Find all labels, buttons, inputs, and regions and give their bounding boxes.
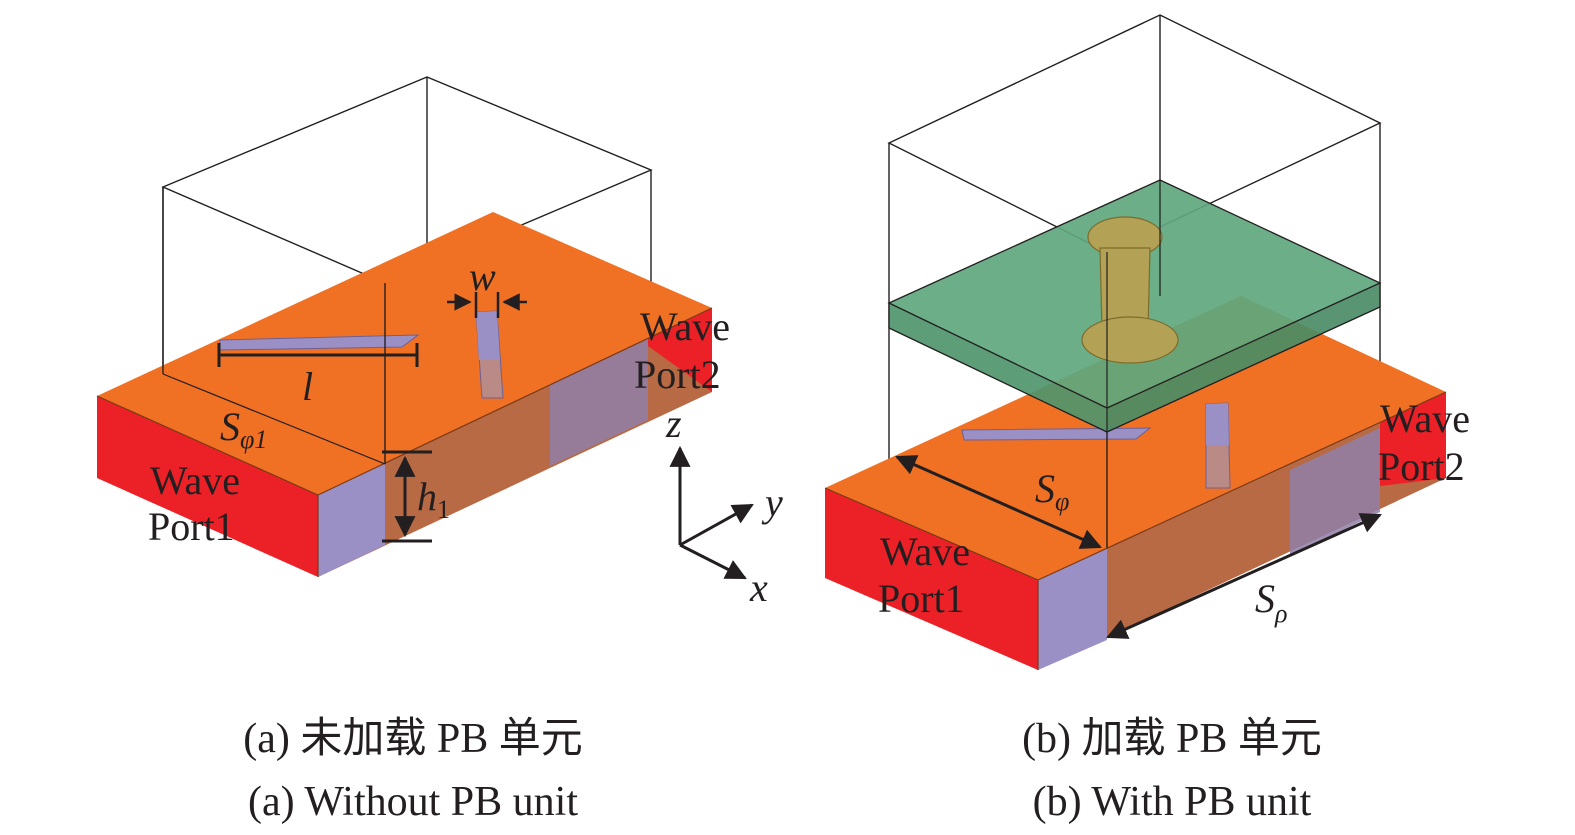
short-slot-b-top [1206,403,1229,445]
wave-port1-b [825,488,1038,670]
axis-label-x: x [749,565,768,610]
pb-patch [1081,216,1179,364]
label-h1: h1 [417,474,450,524]
label-wave-port2-b-line1: Wave [1380,396,1470,441]
label-wave-port1-a-line2: Port1 [148,504,235,549]
axis-label-y: y [761,480,783,525]
wave-port1-a [97,396,318,577]
short-slot-a-top [476,311,500,360]
label-wave-port1-b-line2: Port1 [878,576,965,621]
long-slot-b [961,427,1152,441]
caption-a-chinese: (a) 未加载 PB 单元 [243,716,583,762]
wave-port2-a [648,308,712,392]
label-wave-port2-a-line1: Wave [640,304,730,349]
panel-a-without-pb: w l Sφ1 h1 Wave Port1 Wave Port2 [96,76,730,577]
pb-board-front [889,303,1107,432]
label-wave-port1-b-line1: Wave [880,529,970,574]
dimension-s-rho [1106,513,1382,639]
dimension-h1 [382,450,432,543]
caption-b-chinese: (b) 加载 PB 单元 [1022,716,1322,762]
caption-b-english: (b) With PB unit [1033,779,1312,825]
label-wave-port1-a-line1: Wave [150,458,240,503]
dimension-l [217,343,419,367]
pb-board-side [1107,283,1380,432]
dimension-s-phi [895,455,1102,549]
axis-label-z: z [665,401,682,446]
coordinate-axes: z y x [665,401,783,610]
slot-cross-section-a2 [550,338,648,466]
pb-board [887,179,1382,433]
panel-b-with-pb: Sφ Sρ Wave Port1 Wave Port2 [824,14,1470,670]
label-w: w [469,254,496,299]
label-l: l [302,364,313,409]
caption-a-english: (a) Without PB unit [248,779,578,825]
label-wave-port2-a-line2: Port2 [634,352,721,397]
label-s-rho: Sρ [1255,576,1287,628]
slot-cross-section-a [318,464,385,577]
label-s-phi1: Sφ1 [220,404,267,454]
dimension-w [447,292,527,318]
wave-port2-b [1380,392,1446,486]
label-wave-port2-b-line2: Port2 [1378,444,1465,489]
label-s-phi: Sφ [1035,466,1069,516]
slot-cross-section-b [1038,548,1107,670]
